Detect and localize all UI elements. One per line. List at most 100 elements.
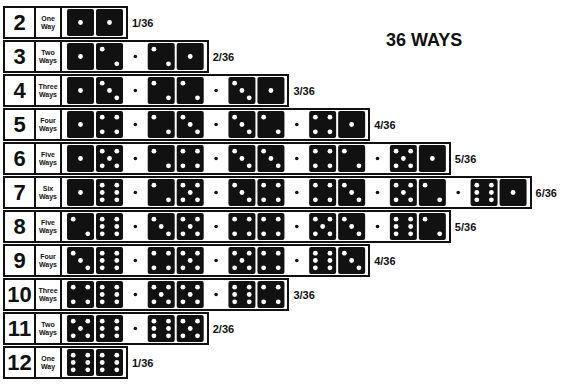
die-body	[96, 247, 123, 274]
die-body	[338, 145, 365, 172]
die-face	[309, 145, 336, 172]
die-face	[228, 111, 255, 138]
die-pip	[71, 217, 76, 222]
pair-separator	[214, 225, 218, 229]
pair-separator	[295, 259, 299, 263]
die-pip	[114, 197, 119, 202]
die-pip	[408, 163, 413, 168]
ways-label: Two Ways	[36, 42, 62, 71]
die-pip	[181, 197, 186, 202]
pair-separator	[134, 327, 138, 331]
die-body	[390, 213, 417, 240]
die-pip	[100, 129, 105, 134]
die-face	[67, 145, 94, 172]
sum-number: 2	[5, 8, 36, 37]
die-pip	[195, 197, 200, 202]
die-pip	[181, 217, 186, 222]
sum-number: 12	[5, 348, 36, 377]
die-pip	[232, 231, 237, 236]
die-pip	[328, 115, 333, 120]
die-face	[148, 247, 175, 274]
die-face	[177, 77, 204, 104]
die-pip	[408, 197, 413, 202]
die-face	[419, 213, 446, 240]
die-face	[309, 213, 336, 240]
die-pip	[408, 149, 413, 154]
die-body	[309, 179, 336, 206]
die-body	[419, 213, 446, 240]
die-pip	[85, 319, 90, 324]
die-face	[338, 145, 365, 172]
die-face	[338, 179, 365, 206]
die-body	[96, 213, 123, 240]
probability-fraction: 3/36	[293, 289, 314, 301]
die-pip	[85, 231, 90, 236]
die-body	[257, 111, 284, 138]
die-pip	[188, 122, 193, 127]
die-pip	[114, 163, 119, 168]
sum-number: 11	[5, 314, 36, 343]
die-face	[96, 349, 123, 376]
die-pip	[195, 95, 200, 100]
die-body	[67, 349, 94, 376]
die-face	[419, 179, 446, 206]
die-body	[96, 111, 123, 138]
die-face	[309, 111, 336, 138]
die-face	[177, 247, 204, 274]
die-body	[228, 145, 255, 172]
die-face	[228, 179, 255, 206]
die-pip	[357, 197, 362, 202]
die-pip	[78, 190, 83, 195]
ways-label: Two Ways	[36, 314, 62, 343]
die-pip	[85, 285, 90, 290]
pair-separator	[214, 293, 218, 297]
die-pip	[247, 285, 252, 290]
sum-row: 2One Way1/36	[3, 6, 128, 39]
die-pip	[276, 217, 281, 222]
die-pip	[437, 231, 442, 236]
die-pip	[394, 149, 399, 154]
die-pip	[313, 231, 318, 236]
die-pip	[100, 353, 105, 358]
die-pip	[195, 217, 200, 222]
die-body	[177, 213, 204, 240]
pair-separator	[214, 89, 218, 93]
die-pip	[100, 149, 105, 154]
die-pip	[328, 251, 333, 256]
die-body	[500, 179, 527, 206]
die-pip	[240, 88, 245, 93]
die-pip	[78, 20, 83, 25]
die-pip	[247, 299, 252, 304]
die-body	[419, 179, 446, 206]
die-pip	[181, 231, 186, 236]
die-face	[228, 145, 255, 172]
die-pip	[357, 163, 362, 168]
die-pip	[107, 20, 112, 25]
die-pip	[114, 285, 119, 290]
probability-fraction: 5/36	[455, 221, 476, 233]
ways-label: Six Ways	[36, 178, 62, 207]
die-pip	[188, 190, 193, 195]
die-pip	[100, 251, 105, 256]
die-pip	[85, 265, 90, 270]
die-face	[257, 77, 284, 104]
die-body	[257, 247, 284, 274]
die-pip	[100, 190, 105, 195]
die-pip	[394, 163, 399, 168]
sum-row: 11Two Ways2/36	[3, 312, 209, 345]
die-pip	[181, 265, 186, 270]
die-face	[338, 247, 365, 274]
die-pip	[71, 299, 76, 304]
die-pip	[313, 265, 318, 270]
die-face	[338, 111, 365, 138]
sum-row: 7Six Ways6/36	[3, 176, 532, 209]
pair-separator	[134, 55, 138, 59]
die-face	[148, 77, 175, 104]
die-pip	[232, 81, 237, 86]
pair-separator	[214, 191, 218, 195]
die-pip	[247, 231, 252, 236]
die-pip	[195, 299, 200, 304]
die-pip	[152, 81, 157, 86]
pair-separator	[376, 191, 380, 195]
die-pip	[100, 197, 105, 202]
